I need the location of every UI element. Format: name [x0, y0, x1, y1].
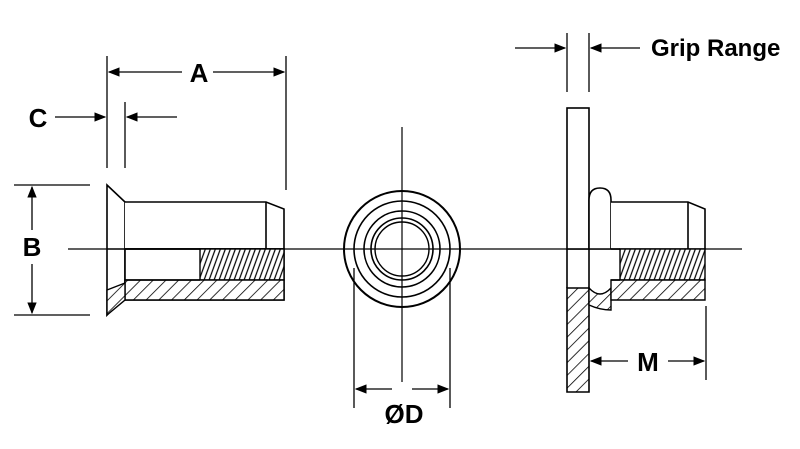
panel-sheet: [566, 107, 590, 250]
panel-hatch: [566, 287, 590, 393]
dimension-b: [14, 184, 90, 316]
dimension-grip-range: [515, 33, 640, 92]
dimension-m: [589, 306, 707, 380]
label-grip-range: Grip Range: [651, 35, 780, 62]
thread-region-installed: [619, 248, 706, 281]
installed-view-nut: [566, 107, 706, 250]
label-c: C: [29, 103, 48, 133]
thread-region-side: [199, 248, 285, 281]
end-view-nut: [343, 127, 461, 382]
wall-hatch-installed: [610, 279, 706, 301]
dimension-c: [55, 102, 177, 168]
label-a: A: [190, 58, 209, 88]
label-od: ØD: [385, 399, 424, 429]
bulge-hatch: [588, 286, 612, 311]
dimension-a: [106, 56, 287, 190]
dimension-od: [353, 268, 451, 408]
section-hatch-side: [124, 279, 285, 301]
label-m: M: [637, 347, 659, 377]
label-b: B: [23, 232, 42, 262]
flange-hatch-side: [106, 281, 126, 317]
